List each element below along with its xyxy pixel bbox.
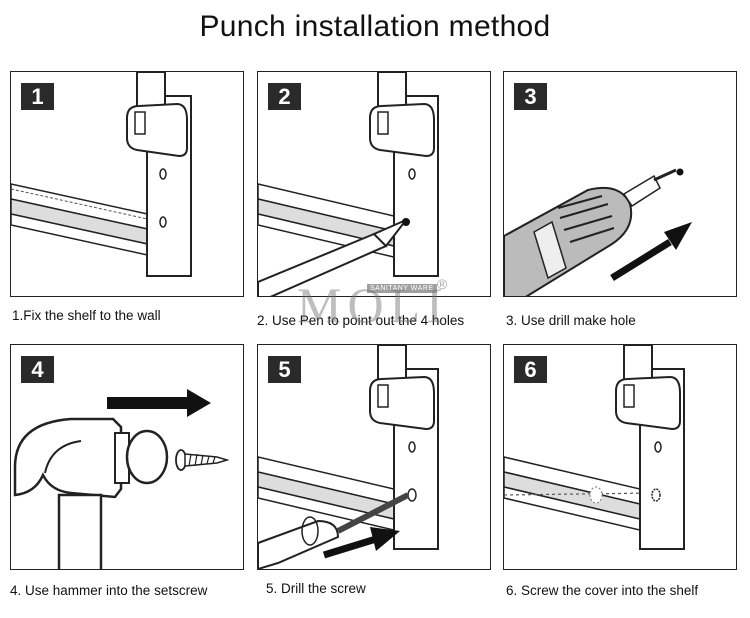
pen-marking-illustration bbox=[258, 72, 439, 296]
step-6-caption: 6. Screw the cover into the shelf bbox=[506, 583, 699, 598]
step-2-panel: 2 bbox=[257, 71, 491, 297]
shelf-bracket-illustration bbox=[11, 72, 192, 277]
page-title: Punch installation method bbox=[199, 10, 551, 43]
step-2-caption: 2. Use Pen to point out the 4 holes bbox=[257, 313, 465, 328]
step-1-panel: 1 bbox=[10, 71, 244, 297]
step-2-badge: 2 bbox=[268, 83, 301, 110]
step-6-badge: 6 bbox=[514, 356, 547, 383]
step-4-panel: 4 bbox=[10, 344, 244, 570]
step-5-badge: 5 bbox=[268, 356, 301, 383]
step-4-badge: 4 bbox=[21, 356, 54, 383]
screw-drill-illustration bbox=[258, 345, 439, 569]
step-6-panel: 6 bbox=[503, 344, 737, 570]
step-5-caption: 5. Drill the screw bbox=[266, 581, 366, 596]
step-5-panel: 5 bbox=[257, 344, 491, 570]
step-3-caption: 3. Use drill make hole bbox=[506, 313, 636, 328]
step-1-badge: 1 bbox=[21, 83, 54, 110]
step-3-badge: 3 bbox=[514, 83, 547, 110]
drill-illustration bbox=[504, 168, 692, 296]
hammer-illustration bbox=[13, 389, 230, 569]
step-1-caption: 1.Fix the shelf to the wall bbox=[12, 308, 161, 323]
step-3-panel: 3 bbox=[503, 71, 737, 297]
cover-screw-illustration bbox=[504, 345, 685, 550]
step-4-caption: 4. Use hammer into the setscrew bbox=[10, 583, 208, 598]
